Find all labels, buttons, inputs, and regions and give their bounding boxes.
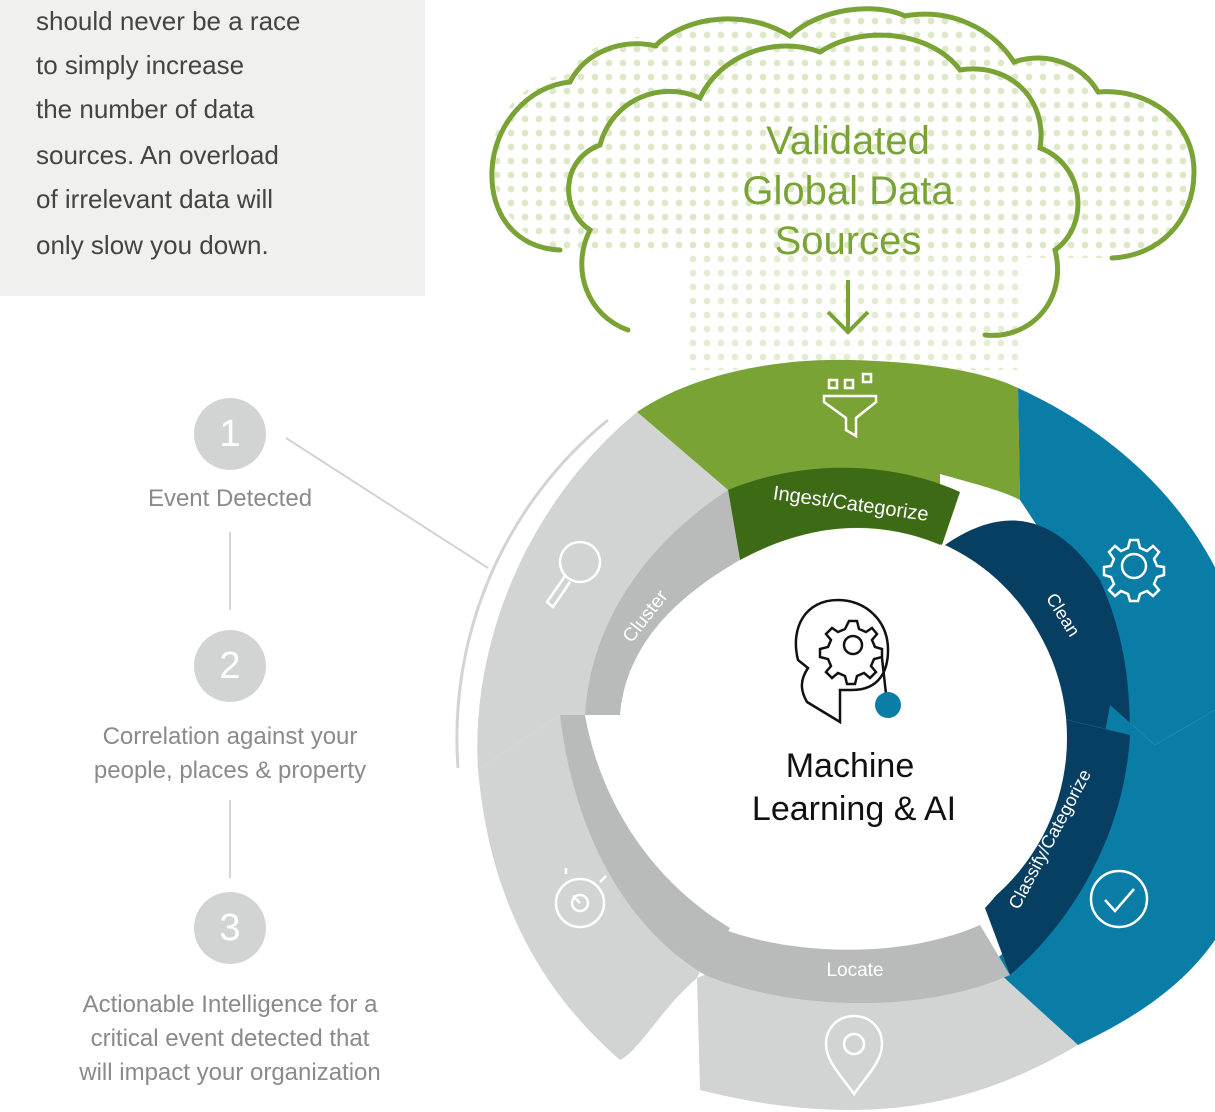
quote-line: should never be a race (36, 6, 301, 36)
segment-locate (697, 925, 1078, 1110)
quote-line: to simply increase (36, 50, 245, 80)
outer-arc (455, 418, 609, 769)
cloud-title-line: Sources (775, 219, 922, 263)
quote-line: of irrelevant data will (36, 184, 273, 214)
step-1-number: 1 (194, 398, 266, 470)
segment-ingest (637, 359, 1020, 560)
step-3-label-line: critical event detected that (90, 1025, 370, 1052)
step-pointer-line (285, 437, 489, 569)
segment-label-locate: Locate (826, 960, 883, 981)
step-connector (229, 532, 231, 610)
magnifier-icon (545, 540, 602, 609)
quote-line: sources. An overload (36, 140, 279, 170)
step-3-label-line: will impact your organization (79, 1059, 381, 1086)
segment-cluster (477, 412, 740, 770)
step-1-label-line: Event Detected (147, 485, 313, 512)
center-accent-dot (875, 692, 901, 718)
step-3-label-line: Actionable Intelligence for a (82, 991, 378, 1018)
quote-line: the number of data (36, 94, 255, 124)
step-2-label: Correlation against your people, places … (0, 720, 460, 788)
step-2-label-line: people, places & property (93, 757, 367, 784)
step-3-label: Actionable Intelligence for a critical e… (0, 988, 460, 1090)
gear-icon (1102, 538, 1166, 603)
step-3-number: 3 (194, 892, 266, 964)
step-connector (229, 800, 231, 878)
step-2-label-line: Correlation against your (102, 723, 358, 750)
arrow-down-icon (826, 280, 870, 335)
check-circle-icon (1089, 869, 1149, 929)
segment-clean (945, 388, 1215, 745)
step-2-number: 2 (194, 630, 266, 702)
brain-gear-icon (794, 598, 890, 725)
quote-line: only slow you down. (36, 230, 269, 260)
center-title-line: Machine (786, 747, 915, 785)
center-title-line: Learning & AI (752, 790, 956, 828)
center-circle (647, 528, 1067, 948)
stopwatch-icon (554, 868, 607, 929)
location-pin-icon (824, 1014, 884, 1097)
quote-box: should never be a race to simply increas… (0, 0, 425, 296)
cloud-title-line: Validated (766, 119, 930, 163)
cloud: Validated Global Data Sources (489, 6, 1197, 370)
step-1-label: Event Detected (0, 482, 460, 516)
cloud-title-line: Global Data (742, 169, 954, 213)
funnel-icon (822, 372, 878, 439)
